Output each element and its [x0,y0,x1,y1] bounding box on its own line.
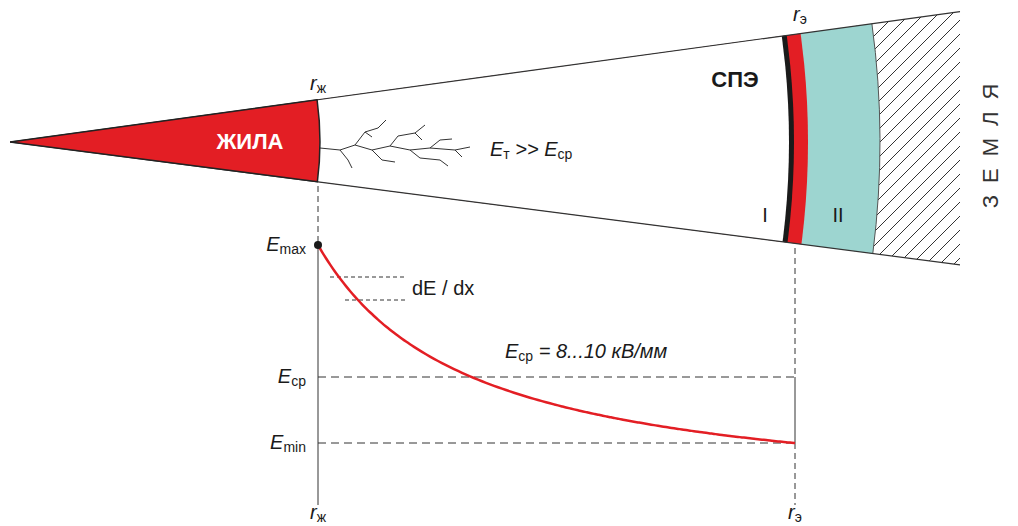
text-part: ср [518,348,533,364]
radius-label: rж [310,72,326,97]
text-part: ж [317,80,326,96]
text-part: E [266,233,279,255]
semiconductor-layer [0,0,794,526]
text-part: ЗЕМЛЯ [978,72,1003,209]
text-part: min [283,439,306,455]
text-part: max [280,241,306,257]
text-part: ср [558,146,573,162]
text-part: = 8...10 кВ/мм [533,340,667,362]
core-label: ЖИЛА [216,129,283,155]
material-label: СПЭ [711,68,758,92]
field-note: Eт >> Eср [490,138,572,163]
radius-label: rэ [793,3,807,28]
screen-layer [0,0,808,526]
sheath-edge [872,24,880,254]
radius-label: rэ [788,501,802,526]
layer-number: I [762,204,768,226]
core-conductor: ЖИЛА [10,99,322,183]
core-outline [10,100,320,182]
text-part: r [310,501,317,523]
text-part: r [310,72,317,94]
text-part: ж [317,509,326,525]
layer-number: II [832,204,843,226]
text-part: E [505,340,518,362]
field-curve [318,245,795,443]
text-part: э [795,509,802,525]
text-part: r [788,501,795,523]
xlpe-insulation [0,0,789,526]
axis-value: Emin [270,431,306,456]
text-part: э [800,11,807,27]
field-curve-group [318,245,795,443]
outer-sheath [0,0,880,526]
text-part: т [503,146,509,162]
insulation-sector [0,0,960,526]
gradient-label: dE / dx [412,277,474,299]
text-part: E [278,365,291,387]
text-part: E [270,431,283,453]
text-part: dE / dx [412,277,474,299]
earth-label: ЗЕМЛЯ [979,72,1003,209]
text-part: ср [291,373,306,389]
text-part: СПЭ [711,67,758,92]
text-part: II [832,204,843,226]
axis-value: Emax [266,233,306,258]
water-tree [320,120,470,168]
text-part: E [490,138,503,160]
text-part: I [762,204,768,226]
text-part: >> E [510,138,558,160]
axis-value: Eср [278,365,306,390]
text-part: r [793,3,800,25]
emax-dot [314,241,322,249]
radius-label: rж [310,501,326,526]
graph-guides [318,186,795,505]
field-value: Eср = 8...10 кВ/мм [505,340,667,365]
